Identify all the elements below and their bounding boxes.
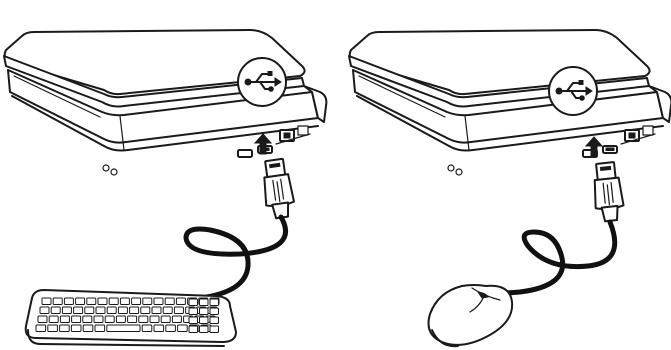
keyboard-key bbox=[40, 307, 49, 314]
keypad-key bbox=[189, 317, 198, 324]
keyboard-key bbox=[85, 307, 94, 314]
keypad-key bbox=[189, 308, 198, 315]
usb-icon bbox=[238, 58, 286, 106]
keyboard-key bbox=[83, 316, 92, 323]
keyboard-key bbox=[107, 325, 140, 332]
keyboard-key bbox=[142, 325, 152, 332]
keyboard-key bbox=[72, 316, 81, 323]
keyboard-key bbox=[96, 307, 105, 314]
keyboard-key bbox=[118, 307, 127, 314]
laptop-left bbox=[4, 30, 326, 175]
keyboard-key bbox=[141, 307, 150, 314]
keyboard-key bbox=[139, 316, 148, 323]
keyboard bbox=[26, 290, 236, 346]
mouse-cable bbox=[486, 222, 615, 293]
keyboard-key bbox=[130, 307, 139, 314]
laptop-right bbox=[349, 30, 671, 175]
keyboard-key bbox=[174, 307, 183, 314]
keypad-key bbox=[200, 326, 209, 333]
keyboard-key bbox=[172, 316, 181, 323]
keyboard-key bbox=[166, 325, 176, 332]
keyboard-key bbox=[62, 307, 71, 314]
keyboard-key bbox=[109, 298, 118, 305]
keyboard-cable bbox=[168, 217, 286, 299]
keyboard-key bbox=[128, 316, 137, 323]
keypad-key bbox=[200, 308, 209, 315]
keyboard-key bbox=[163, 307, 172, 314]
keyboard-key bbox=[152, 307, 161, 314]
keyboard-key bbox=[161, 316, 170, 323]
keyboard-key bbox=[42, 298, 51, 305]
keyboard-key bbox=[105, 316, 114, 323]
keypad-key bbox=[189, 326, 198, 333]
keyboard-key bbox=[74, 307, 83, 314]
keypad-key bbox=[210, 299, 219, 306]
keyboard-key bbox=[95, 325, 105, 332]
left-panel-keyboard bbox=[4, 30, 326, 346]
keyboard-key bbox=[154, 325, 164, 332]
keyboard-key bbox=[60, 325, 70, 332]
usb-plug-left bbox=[260, 158, 296, 219]
keyboard-key bbox=[76, 298, 85, 305]
keypad-key bbox=[210, 317, 219, 324]
keyboard-key bbox=[120, 298, 129, 305]
keyboard-key bbox=[64, 298, 73, 305]
keypad-key bbox=[210, 308, 219, 315]
keyboard-key bbox=[94, 316, 103, 323]
keyboard-key bbox=[98, 298, 107, 305]
keyboard-key bbox=[178, 325, 188, 332]
usb-plug-right bbox=[591, 162, 625, 223]
right-panel-mouse bbox=[349, 30, 671, 346]
keyboard-key bbox=[116, 316, 125, 323]
keyboard-key bbox=[51, 307, 60, 314]
keyboard-key bbox=[49, 316, 58, 323]
keypad-key bbox=[189, 299, 198, 306]
keyboard-key bbox=[165, 298, 174, 305]
usb-icon bbox=[549, 67, 597, 115]
keyboard-key bbox=[83, 325, 93, 332]
keyboard-key bbox=[38, 316, 47, 323]
keyboard-key bbox=[143, 298, 152, 305]
keyboard-key bbox=[154, 298, 163, 305]
keyboard-key bbox=[53, 298, 62, 305]
keyboard-key bbox=[71, 325, 81, 332]
keyboard-key bbox=[87, 298, 96, 305]
keyboard-key bbox=[107, 307, 116, 314]
keyboard-key bbox=[60, 316, 69, 323]
keyboard-key bbox=[150, 316, 159, 323]
keyboard-key bbox=[176, 298, 185, 305]
mouse bbox=[429, 285, 513, 346]
keyboard-key bbox=[36, 325, 46, 332]
keyboard-key bbox=[48, 325, 58, 332]
keyboard-key bbox=[132, 298, 141, 305]
keypad-key bbox=[200, 317, 209, 324]
keypad-key bbox=[200, 299, 209, 306]
keypad-key bbox=[210, 326, 219, 333]
